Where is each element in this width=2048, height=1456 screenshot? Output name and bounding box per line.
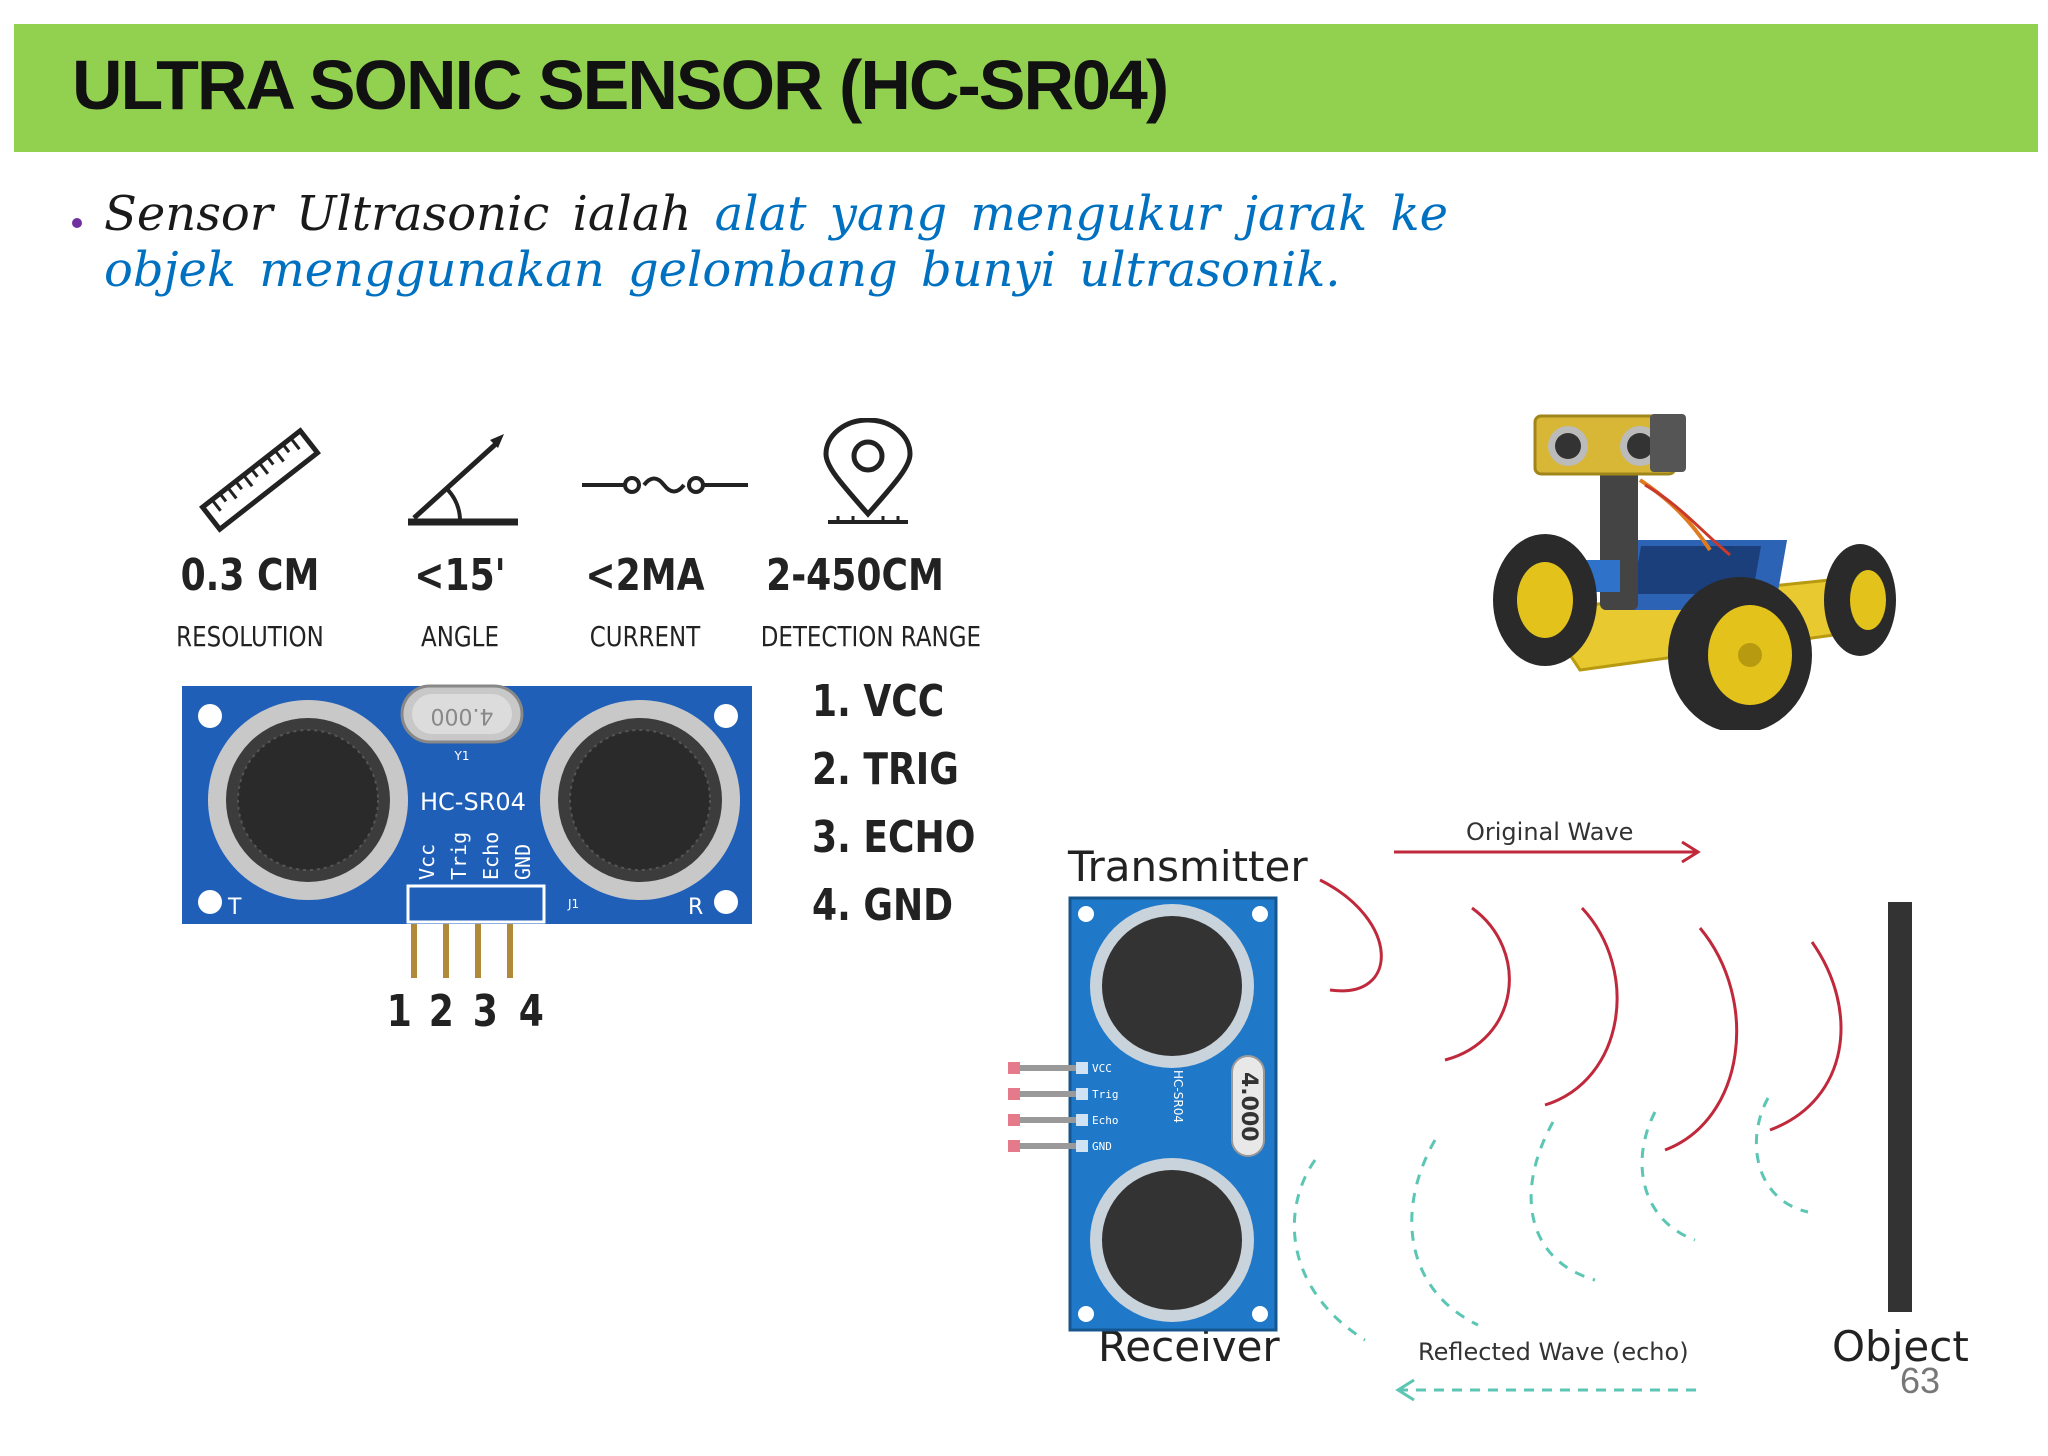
pin-item-trig: 2. TRIG [812, 744, 959, 795]
module-pin-label-vcc: Vcc [415, 844, 439, 880]
pin-number-2: 2 [428, 986, 454, 1037]
bullet-highlight: alat yang mengukur jarak ke objek menggu… [104, 186, 1448, 298]
object-label: Object [1832, 1322, 1969, 1371]
outgoing-waves [1319, 878, 1843, 1152]
bullet-lead: Sensor Ultrasonic ialah [104, 186, 715, 242]
spec-value-detection-range: 2-450CM [766, 550, 944, 601]
echo-diagram: 4.000 HC-SR04 VCC Trig Echo GND [1008, 840, 1912, 1402]
ruler-icon [199, 427, 321, 533]
pin-number-1: 1 [386, 986, 412, 1037]
spec-label-angle: ANGLE [421, 620, 499, 653]
pin-number-4: 4 [518, 986, 544, 1037]
object-bar [1888, 902, 1912, 1312]
reflected-wave-label: Reflected Wave (echo) [1418, 1338, 1689, 1366]
transmitter-label: Transmitter [1068, 842, 1308, 891]
spec-label-resolution: RESOLUTION [176, 620, 324, 653]
bullet-text: Sensor Ultrasonic ialah alat yang menguk… [104, 186, 1524, 298]
pin-item-echo: 3. ECHO [812, 812, 976, 863]
switch-icon [582, 476, 748, 494]
module-pin-label-trig: Trig [447, 832, 471, 880]
diagram-pin-echo: Echo [1092, 1114, 1119, 1127]
reflected-waves [1292, 1097, 1809, 1342]
module-name: HC-SR04 [420, 788, 526, 816]
hc-sr04-module: 4.000 Y1 HC-SR04 T R J1 Vcc Trig Echo GN… [182, 684, 752, 978]
diagram-crystal-text: 4.000 [1236, 1072, 1261, 1142]
spec-value-resolution: 0.3 CM [180, 550, 320, 601]
spec-value-current: <2MA [585, 550, 705, 601]
page-number: 63 [1900, 1360, 1941, 1401]
angle-icon [408, 434, 518, 526]
pin-item-gnd: 4. GND [812, 880, 954, 931]
bullet-dot [72, 218, 82, 228]
original-wave-label: Original Wave [1466, 818, 1634, 846]
module-corner-t: T [227, 895, 242, 920]
title-bar [14, 24, 2038, 152]
module-crystal-text: 4.000 [431, 703, 494, 728]
spec-label-detection-range: DETECTION RANGE [760, 620, 981, 653]
pin-number-3: 3 [472, 986, 498, 1037]
diagram-pin-trig: Trig [1092, 1088, 1119, 1101]
diagram-pin-vcc: VCC [1092, 1062, 1112, 1075]
location-pin-icon [823, 418, 913, 524]
slide-title: ULTRA SONIC SENSOR (HC-SR04) [72, 46, 1169, 124]
module-pin-label-echo: Echo [479, 832, 503, 880]
module-pin-label-gnd: GND [511, 844, 535, 880]
module-j1: J1 [567, 897, 579, 911]
robot-car-image [1493, 414, 1896, 730]
pin-item-vcc: 1. VCC [812, 676, 945, 727]
module-y1: Y1 [454, 749, 470, 763]
spec-value-angle: <15' [414, 550, 506, 601]
diagram-pin-gnd: GND [1092, 1140, 1112, 1153]
diagram-board-name: HC-SR04 [1171, 1070, 1185, 1123]
module-corner-r: R [688, 895, 703, 920]
spec-label-current: CURRENT [589, 620, 701, 653]
